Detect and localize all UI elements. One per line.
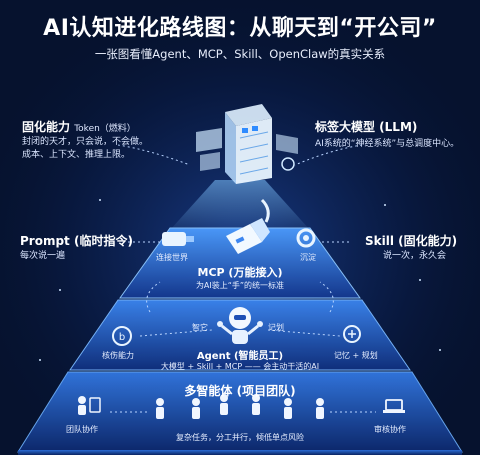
page-title: AI认知进化路线图：从聊天到“开公司” <box>43 16 437 41</box>
multi-right-label: 审核协作 <box>374 425 406 434</box>
page-subtitle: 一张图看懂Agent、MCP、Skill、OpenClaw的真实关系 <box>94 47 386 61</box>
usb-cable-icon <box>226 198 270 254</box>
skill-desc: 说一次，永久会 <box>383 251 447 261</box>
left-top-heading-note: Token（燃料） <box>74 124 136 134</box>
multi-heading: 多智能体 (项目团队) <box>184 384 296 398</box>
mcp-desc: 为AI装上“手”的统一标准 <box>195 281 285 290</box>
gear-icon <box>296 228 316 248</box>
laptop-review-icon <box>383 399 405 413</box>
agent-desc: 大模型 + Skill + MCP —— 会主动干活的AI <box>160 362 320 371</box>
mcp-left-label: 连接世界 <box>156 253 188 262</box>
mcp-heading: MCP (万能接入) <box>197 266 283 279</box>
left-top-heading-text: 固化能力 <box>22 120 71 134</box>
agent-left-label: 核伤能力 <box>102 351 134 360</box>
svg-text:b: b <box>119 332 125 343</box>
right-top-heading: 标签大模型 (LLM) <box>315 120 418 134</box>
left-top-desc-1: 封闭的天才，只会说，不会做。 <box>22 137 149 147</box>
agent-right-label: 记忆 + 规划 <box>334 351 378 360</box>
agent-heading: Agent (智能员工) <box>196 351 284 362</box>
team-collab-icon <box>78 396 101 415</box>
team-people-icons <box>156 394 324 419</box>
server-rack-icon <box>196 104 298 184</box>
multi-desc: 复杂任务，分工并行，倾低单点风险 <box>176 433 304 442</box>
connector-right-top <box>294 144 363 166</box>
robot-agent-icon <box>217 307 263 344</box>
skill-heading: Skill (固化能力) <box>365 234 458 248</box>
prompt-desc: 每次说一遍 <box>20 251 66 261</box>
connector-left-top <box>117 144 191 166</box>
multi-left-label: 团队协作 <box>66 425 98 434</box>
left-top-heading: 固化能力 Token（燃料） <box>22 118 136 135</box>
agent-tag-right: 记划 <box>268 323 284 332</box>
mcp-right-label: 沉淀 <box>300 253 316 262</box>
brain-icon <box>343 325 361 343</box>
prompt-heading: Prompt (临时指令) <box>20 234 133 248</box>
agent-tag-left: 智它 <box>192 323 208 332</box>
plug-connector-icon <box>162 232 194 246</box>
light-beam <box>170 180 310 230</box>
left-top-desc-2: 成本、上下文、推理上限。 <box>22 150 131 160</box>
skill-badge-icon: b <box>112 326 132 346</box>
right-top-desc: AI系统的“神经系统”与总调度中心。 <box>315 139 460 149</box>
